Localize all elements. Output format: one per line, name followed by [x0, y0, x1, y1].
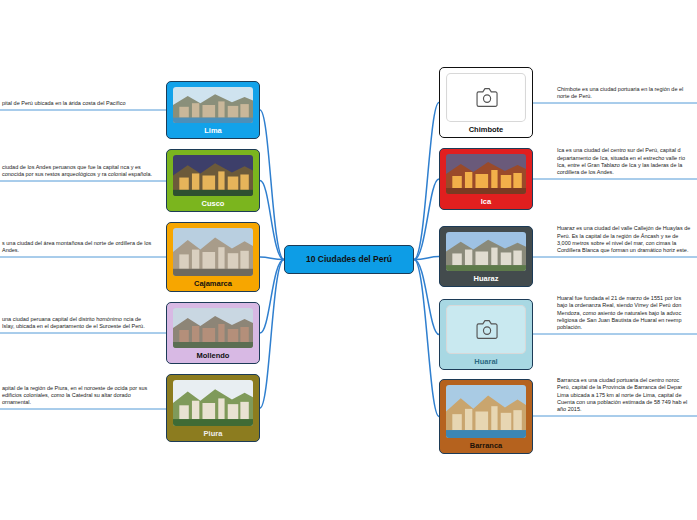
leader-line	[531, 334, 697, 335]
city-description: s una ciudad del área montañosa del nort…	[2, 240, 154, 254]
city-photo	[446, 154, 526, 194]
branch-line	[414, 103, 439, 260]
city-description: Ica es una ciudad del centro sur del Per…	[557, 147, 693, 176]
city-description: apital de la región de Piura, en el noro…	[2, 385, 154, 406]
city-picture	[173, 308, 253, 348]
city-box: Ica	[439, 148, 533, 210]
city-name: Huaraz	[440, 271, 532, 283]
city-box: Barranca	[439, 379, 533, 454]
city-description: Huaraz es una ciudad del valle Callejón …	[557, 225, 693, 254]
city-name: Chimbote	[440, 122, 532, 134]
city-name: Mollendo	[167, 348, 259, 360]
city-picture	[446, 305, 526, 354]
city-box: Piura	[166, 374, 260, 442]
city-photo	[173, 87, 253, 123]
branch-line	[414, 179, 439, 260]
leader-line	[531, 179, 697, 180]
city-photo	[173, 228, 253, 276]
city-picture	[446, 232, 526, 271]
city-photo	[446, 385, 526, 438]
city-description: pital de Perú ubicada en la árida costa …	[2, 100, 154, 107]
city-photo	[446, 232, 526, 271]
branch-line	[260, 110, 284, 260]
city-picture	[173, 87, 253, 123]
city-name: Lima	[167, 123, 259, 135]
city-box: Lima	[166, 81, 260, 139]
leader-line	[0, 257, 166, 258]
city-picture	[446, 73, 526, 122]
leader-line	[0, 110, 166, 111]
city-name: Ica	[440, 194, 532, 206]
city-box: Cajamarca	[166, 222, 260, 292]
city-description: Huaral fue fundada el 21 de marzo de 155…	[557, 295, 693, 331]
city-description: una ciudad peruana capital del distrito …	[2, 316, 154, 330]
city-description: ciudad de los Andes peruanos que fue la …	[2, 164, 154, 178]
city-name: Cajamarca	[167, 276, 259, 288]
central-topic: 10 Ciudades del Perú	[284, 245, 414, 274]
city-photo	[173, 155, 253, 196]
camera-placeholder	[446, 305, 526, 354]
city-photo	[173, 308, 253, 348]
city-description: Chimbote es una ciudad portuaria en la r…	[557, 86, 693, 100]
leader-line	[0, 409, 166, 410]
city-name: Piura	[167, 426, 259, 438]
camera-placeholder	[446, 73, 526, 122]
branch-line	[414, 257, 439, 260]
branch-line	[260, 260, 284, 409]
city-picture	[446, 385, 526, 438]
city-box: Mollendo	[166, 302, 260, 364]
branch-line	[260, 181, 284, 260]
city-picture	[173, 228, 253, 276]
leader-line	[0, 333, 166, 334]
city-box: Huaraz	[439, 226, 533, 287]
leader-line	[0, 181, 166, 182]
topic-title: 10 Ciudades del Perú	[285, 254, 413, 264]
city-name: Barranca	[440, 438, 532, 450]
city-name: Cusco	[167, 196, 259, 208]
city-picture	[173, 380, 253, 426]
city-box: Cusco	[166, 149, 260, 212]
branch-line	[260, 257, 284, 260]
branch-line	[414, 260, 439, 417]
leader-line	[531, 416, 697, 417]
city-description: Barranca es una ciudad portuaria del cen…	[557, 377, 693, 413]
city-picture	[173, 155, 253, 196]
leader-line	[531, 257, 697, 258]
city-picture	[446, 154, 526, 194]
city-box: Huaral	[439, 299, 533, 370]
city-name: Huaral	[440, 354, 532, 366]
city-box: Chimbote	[439, 67, 533, 138]
leader-line	[531, 103, 697, 104]
city-photo	[173, 380, 253, 426]
